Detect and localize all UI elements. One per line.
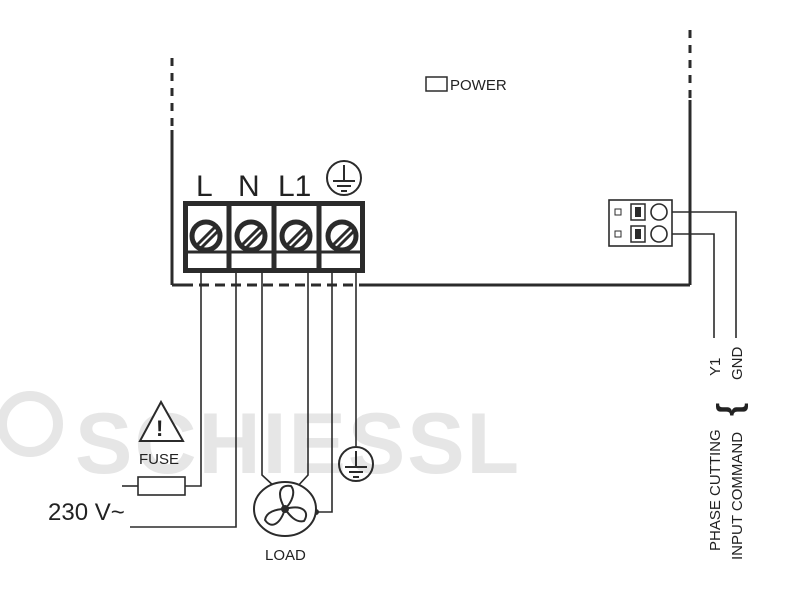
load-label: LOAD bbox=[265, 547, 306, 564]
supply-label: 230 V~ bbox=[48, 499, 125, 526]
control-description-line-2: INPUT COMMAND bbox=[729, 432, 746, 560]
signal-label-gnd: GND bbox=[729, 347, 746, 381]
warning-triangle-icon: ! bbox=[138, 399, 185, 442]
watermark: SCHIESSL bbox=[0, 391, 521, 492]
terminal-screw-icon bbox=[234, 219, 268, 253]
fuse: ! FUSE bbox=[137, 399, 186, 496]
ground-icon bbox=[326, 160, 362, 196]
control-connector bbox=[608, 199, 673, 247]
terminal-label-l1: L1 bbox=[278, 170, 311, 203]
control-description-line-1: PHASE CUTTING bbox=[707, 429, 724, 551]
power-label: POWER bbox=[450, 77, 507, 94]
terminal-label-l: L bbox=[196, 170, 213, 203]
terminal-block bbox=[183, 201, 365, 273]
terminal-label-n: N bbox=[238, 170, 260, 203]
terminal-screw-icon bbox=[325, 219, 359, 253]
brace-icon: { bbox=[711, 403, 749, 416]
wiring bbox=[122, 211, 737, 528]
fan-icon bbox=[253, 481, 317, 537]
fuse-label: FUSE bbox=[139, 451, 179, 468]
board-outline bbox=[170, 30, 692, 287]
load: LOAD bbox=[253, 481, 317, 564]
terminal-screw-icon bbox=[279, 219, 313, 253]
watermark-text: SCHIESSL bbox=[75, 396, 521, 492]
signal-label-y1: Y1 bbox=[707, 358, 724, 376]
terminal-screw-icon bbox=[189, 219, 223, 253]
ground-icon bbox=[338, 446, 374, 482]
control-labels: Y1 GND { PHASE CUTTING INPUT COMMAND bbox=[707, 347, 749, 561]
svg-text:!: ! bbox=[156, 416, 163, 441]
watermark-logo-icon bbox=[0, 391, 63, 457]
power-led-icon bbox=[425, 76, 448, 92]
power-indicator: POWER bbox=[425, 76, 507, 94]
fuse-icon bbox=[137, 476, 186, 496]
